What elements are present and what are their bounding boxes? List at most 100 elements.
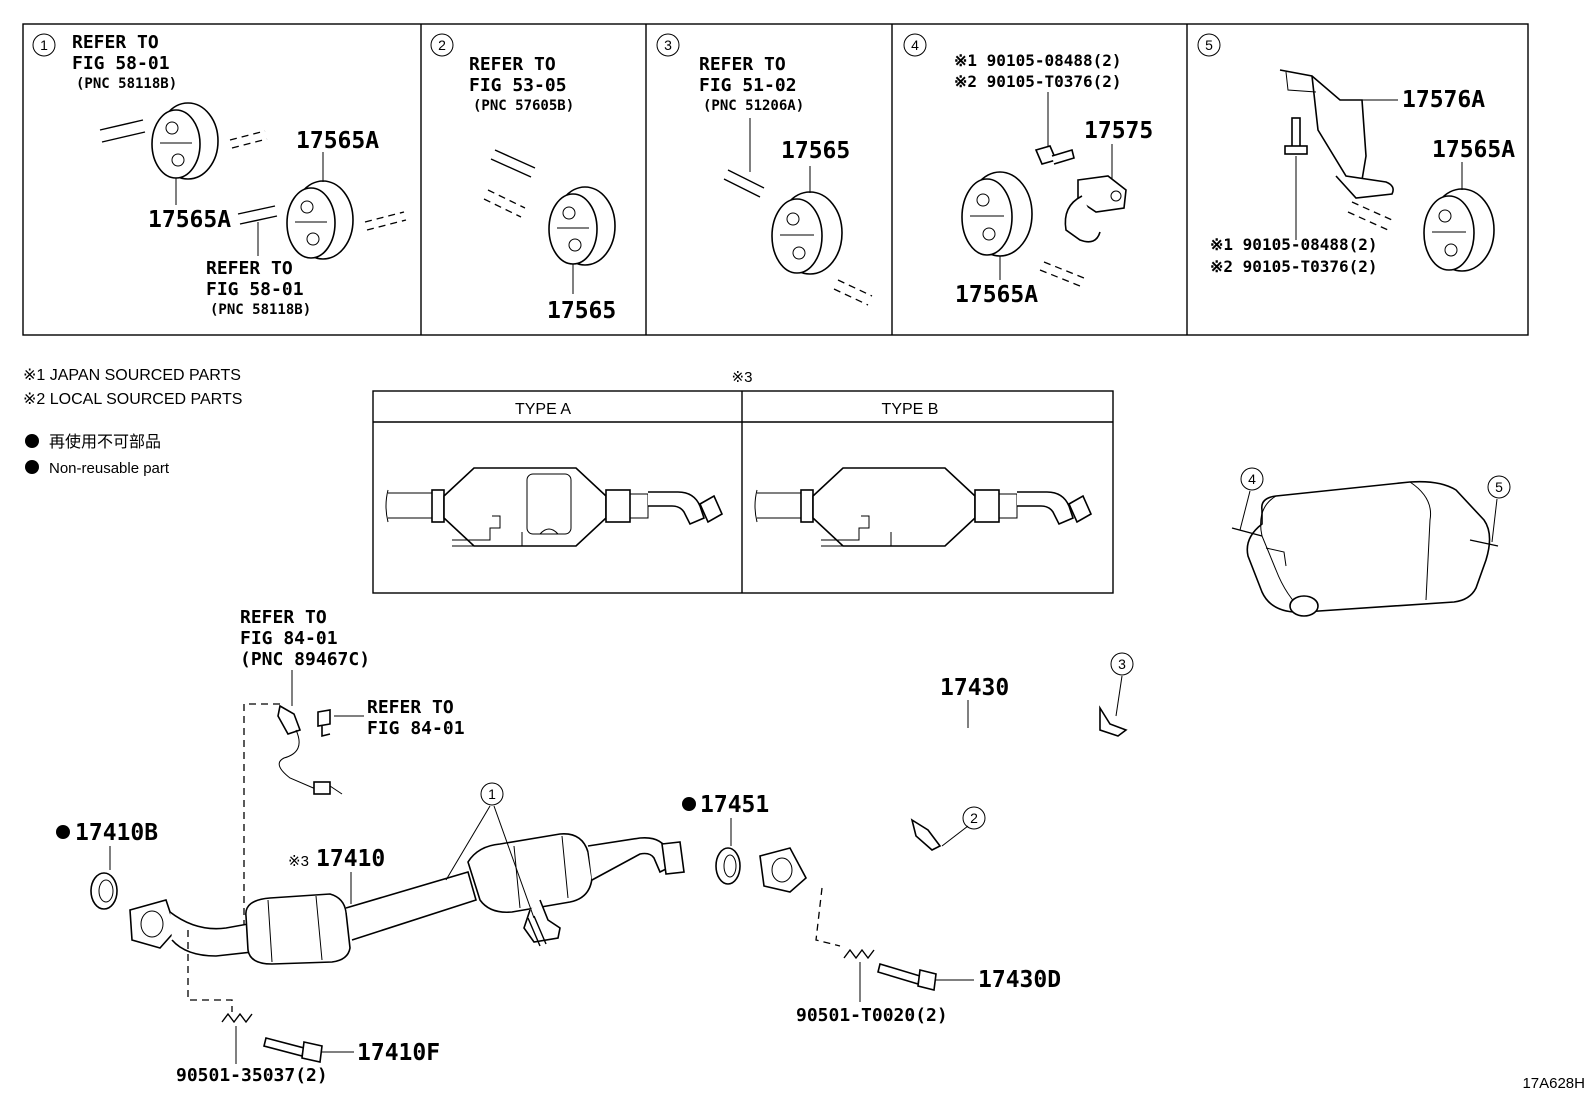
- non-reusable-dot-icon: [25, 434, 39, 448]
- non-reusable-dot-icon: [682, 797, 696, 811]
- callout-circle: [1240, 467, 1264, 491]
- part-label: 17576A: [1402, 87, 1485, 113]
- panel-5: 5 17576A 17565A ※1 90105-08488(2) ※2 901…: [1197, 33, 1515, 276]
- bolt-icon: [263, 1037, 323, 1063]
- part-label: 90501-T0020(2): [796, 1005, 948, 1026]
- bolt-spec: ※1 90105-08488(2): [954, 51, 1122, 70]
- leader-line: [941, 825, 969, 847]
- legend-nonreuse-en: Non-reusable part: [49, 460, 170, 477]
- leader-line: [1115, 675, 1123, 717]
- callout-circle: [903, 33, 927, 57]
- type-a-header: TYPE A: [515, 401, 571, 418]
- hanger-bracket-icon: [1064, 175, 1127, 243]
- panel-number: 2: [438, 37, 446, 53]
- panel-number: 1: [40, 37, 48, 53]
- panel-3: 3 REFER TO FIG 51-02 (PNC 51206A) 17565: [656, 33, 873, 306]
- panel-number: 3: [664, 37, 672, 53]
- refer-line: FIG 51-02: [699, 75, 797, 96]
- callout-number: 5: [1495, 479, 1503, 495]
- part-label: 17451: [700, 792, 769, 818]
- clip-icon: [317, 709, 331, 738]
- refer-line: (PNC 89467C): [240, 649, 370, 670]
- part-label: 17565A: [955, 282, 1038, 308]
- rubber-insulator-icon: [961, 171, 1033, 257]
- dashed-leader: [815, 887, 841, 947]
- hanger-rod: [483, 189, 526, 218]
- type-table-frame: [372, 390, 1114, 594]
- hanger-rod: [723, 169, 765, 198]
- refer-line: FIG 58-01: [72, 53, 170, 74]
- part-label: 17565: [547, 298, 616, 324]
- legend-note-2: ※2 LOCAL SOURCED PARTS: [23, 391, 242, 408]
- callout-number: 2: [970, 810, 978, 826]
- panel-1: 1 REFER TO FIG 58-01 (PNC 58118B) 17565A: [32, 32, 407, 318]
- refer-line: REFER TO: [469, 54, 556, 75]
- part-label: 17410: [316, 846, 385, 872]
- spring-icon: [221, 1012, 253, 1024]
- rubber-insulator-icon: [151, 102, 219, 180]
- callout-number: 4: [1248, 471, 1256, 487]
- dashed-leader: [187, 930, 233, 1012]
- bolt-spec: ※1 90105-08488(2): [1210, 235, 1378, 254]
- callout-circle: [1197, 33, 1221, 57]
- part-label: 17565A: [148, 207, 231, 233]
- rubber-insulator-icon: [771, 191, 843, 275]
- type-table-mark: ※3: [732, 369, 753, 386]
- legend-nonreuse-jp: 再使用不可部品: [49, 433, 161, 451]
- part-label: 17430D: [978, 967, 1061, 993]
- refer-line: REFER TO: [206, 258, 293, 279]
- gasket-ring-icon: [90, 872, 118, 910]
- gasket-ring-icon: [715, 847, 741, 885]
- oxygen-sensor-icon: [277, 704, 343, 795]
- catalytic-converter-type-a: [385, 467, 724, 547]
- top-panels: [22, 23, 1529, 336]
- main-assembly: REFER TO FIG 84-01 (PNC 89467C) REFER TO…: [56, 467, 1511, 1086]
- refer-line: (PNC 51206A): [703, 98, 804, 114]
- callout-circle: [1110, 652, 1134, 676]
- hanger-rod: [833, 279, 873, 306]
- refer-line: (PNC 58118B): [76, 76, 177, 92]
- callout-circle: [430, 33, 454, 57]
- bolt-spec: ※2 90105-T0376(2): [954, 72, 1122, 91]
- hanger-bracket-icon: [1279, 69, 1394, 199]
- leader-line: [1239, 490, 1251, 531]
- drawing-id: 17A628H: [1522, 1075, 1585, 1092]
- type-table: ※3 TYPE A TYPE B: [372, 369, 1114, 594]
- hanger-rod: [364, 211, 407, 231]
- catalytic-converter-type-b: [754, 467, 1093, 547]
- part-label: 17430: [940, 675, 1009, 701]
- bolt-spec: ※2 90105-T0376(2): [1210, 257, 1378, 276]
- part-label: 90501-35037(2): [176, 1065, 328, 1086]
- rubber-insulator-icon: [286, 180, 354, 260]
- refer-line: FIG 53-05: [469, 75, 567, 96]
- type-b-header: TYPE B: [882, 401, 939, 418]
- refer-line: FIG 84-01: [367, 718, 465, 739]
- refer-line: REFER TO: [72, 32, 159, 53]
- refer-line: REFER TO: [699, 54, 786, 75]
- hanger-rod: [229, 130, 268, 149]
- panel-number: 4: [911, 37, 919, 53]
- front-exhaust-pipe: [129, 833, 685, 965]
- callout-circle: [962, 806, 986, 830]
- part-label: 17410F: [357, 1040, 440, 1066]
- refer-line: (PNC 57605B): [473, 98, 574, 114]
- hanger-rod: [1347, 201, 1393, 231]
- bolt-icon: [1284, 117, 1308, 155]
- hanger-rod: [1039, 261, 1085, 287]
- callout-circle: [656, 33, 680, 57]
- panel-number: 5: [1205, 37, 1213, 53]
- refer-line: (PNC 58118B): [210, 302, 311, 318]
- hanger-rod: [99, 119, 146, 143]
- bolt-icon: [1034, 145, 1075, 165]
- part-label: 17565: [781, 138, 850, 164]
- part-label: 17565A: [1432, 137, 1515, 163]
- leader-line: [445, 805, 491, 881]
- bolt-icon: [877, 962, 937, 991]
- leader-line: [1491, 498, 1498, 543]
- non-reusable-dot-icon: [25, 460, 39, 474]
- legend: ※1 JAPAN SOURCED PARTS ※2 LOCAL SOURCED …: [23, 367, 242, 477]
- part-label: 17575: [1084, 118, 1153, 144]
- refer-line: REFER TO: [367, 697, 454, 718]
- refer-line: REFER TO: [240, 607, 327, 628]
